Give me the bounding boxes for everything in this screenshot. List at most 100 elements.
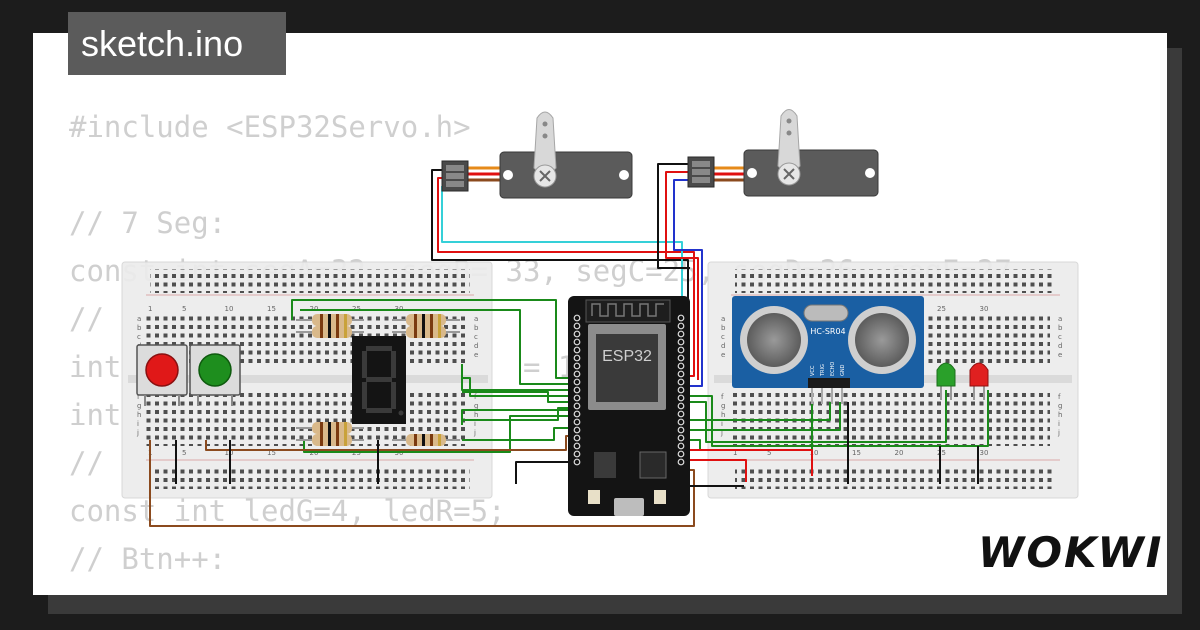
led-icon bbox=[969, 362, 989, 400]
esp32-pin bbox=[677, 410, 685, 418]
esp32-pin bbox=[677, 426, 685, 434]
breadboard-row-label: a bbox=[721, 315, 725, 323]
esp32-pin bbox=[677, 354, 685, 362]
breadboard-row-label: i bbox=[721, 420, 723, 428]
esp32-pin bbox=[677, 370, 685, 378]
esp32-pin bbox=[573, 330, 581, 338]
resistor-icon bbox=[392, 314, 460, 326]
wokwi-logo: WOKWI bbox=[978, 528, 1164, 577]
resistor-icon bbox=[296, 422, 364, 434]
breadboard-row-label: e bbox=[721, 351, 725, 359]
breadboard-column-number: 15 bbox=[267, 449, 276, 457]
code-line: // bbox=[69, 302, 104, 336]
breadboard-row-label: i bbox=[474, 420, 476, 428]
breadboard-column-number: 25 bbox=[937, 305, 946, 313]
breadboard-column-number: 10 bbox=[225, 305, 234, 313]
breadboard-row-label: g bbox=[721, 402, 725, 410]
breadboard-row-label: j bbox=[473, 429, 476, 437]
esp32-pin bbox=[573, 362, 581, 370]
breadboard-row-label: h bbox=[474, 411, 478, 419]
push-button-icon bbox=[189, 344, 241, 406]
esp32-pin bbox=[573, 370, 581, 378]
resistor-icon bbox=[392, 434, 460, 446]
breadboard-column-number: 10 bbox=[810, 449, 819, 457]
resistors bbox=[296, 314, 460, 446]
esp32-pin bbox=[573, 458, 581, 466]
breadboard-row-label: j bbox=[136, 429, 139, 437]
esp32-pin bbox=[573, 418, 581, 426]
breadboard-row-label: e bbox=[474, 351, 478, 359]
esp32-pin bbox=[677, 450, 685, 458]
hcsr04-pin-label: ECHO bbox=[830, 362, 836, 376]
code-line: const int ledG=4, ledR=5; bbox=[69, 494, 506, 528]
breadboard-row-label: b bbox=[1058, 324, 1063, 332]
esp32-pin bbox=[573, 434, 581, 442]
resistor-icon bbox=[296, 434, 364, 446]
file-title: sketch.ino bbox=[68, 12, 286, 75]
code-line: #include <ESP32Servo.h> bbox=[69, 110, 471, 144]
breadboard-row-label: b bbox=[474, 324, 479, 332]
esp32-pin bbox=[677, 338, 685, 346]
esp32-board-icon: ESP32 bbox=[568, 296, 690, 516]
esp32-pin bbox=[677, 330, 685, 338]
breadboard-column-number: 5 bbox=[767, 449, 771, 457]
breadboard-column-number: 25 bbox=[937, 449, 946, 457]
esp32-pin bbox=[573, 442, 581, 450]
esp32-pin bbox=[677, 386, 685, 394]
breadboard-row-label: a bbox=[137, 315, 141, 323]
esp32-pin bbox=[677, 418, 685, 426]
breadboard-row-label: f bbox=[137, 393, 140, 401]
esp32-pin bbox=[677, 434, 685, 442]
esp32-pin bbox=[573, 346, 581, 354]
breadboard-row-label: g bbox=[137, 402, 141, 410]
esp32-pin bbox=[573, 354, 581, 362]
code-line: int bbox=[69, 398, 122, 432]
breadboard-row-label: d bbox=[721, 342, 725, 350]
breadboard-column-number: 1 bbox=[733, 449, 737, 457]
breadboard-row-label: b bbox=[721, 324, 726, 332]
push-button-icon bbox=[136, 344, 188, 406]
breadboard-column-number: 30 bbox=[980, 305, 989, 313]
breadboard-row-label: c bbox=[1058, 333, 1062, 341]
breadboard-column-number: 30 bbox=[980, 449, 989, 457]
breadboard-column-number: 5 bbox=[182, 449, 186, 457]
breadboard-row-label: c bbox=[137, 333, 141, 341]
esp32-pin bbox=[677, 378, 685, 386]
resistor-icon bbox=[392, 326, 460, 338]
esp32-pin bbox=[677, 322, 685, 330]
esp32-pin bbox=[677, 314, 685, 322]
esp32-pin bbox=[677, 362, 685, 370]
breadboard-row-label: i bbox=[1058, 420, 1060, 428]
esp32-pin bbox=[573, 378, 581, 386]
hcsr04-label: HC-SR04 bbox=[810, 327, 845, 336]
hcsr04-pin-label: VCC bbox=[810, 365, 816, 376]
breadboard-column-number: 5 bbox=[182, 305, 186, 313]
resistor-icon bbox=[296, 314, 364, 326]
esp32-pin bbox=[677, 346, 685, 354]
code-line: // 7 Seg: bbox=[69, 206, 227, 240]
breadboard-column-number: 10 bbox=[225, 449, 234, 457]
led-icon bbox=[936, 362, 956, 400]
breadboard-row-label: h bbox=[137, 411, 141, 419]
breadboard-row-label: g bbox=[1058, 402, 1062, 410]
esp32-pin bbox=[677, 402, 685, 410]
servo-icon bbox=[441, 111, 633, 199]
breadboard-row-label: i bbox=[137, 420, 139, 428]
code-line: // bbox=[69, 446, 104, 480]
breadboard-row-label: c bbox=[474, 333, 478, 341]
breadboard-row-label: h bbox=[1058, 411, 1062, 419]
breadboard-row-label: c bbox=[721, 333, 725, 341]
seven-segment-display-icon bbox=[352, 336, 406, 424]
breadboard-row-label: f bbox=[1058, 393, 1061, 401]
esp32-pin bbox=[573, 322, 581, 330]
esp32-pin bbox=[573, 402, 581, 410]
resistor-icon bbox=[296, 326, 364, 338]
hcsr04-pin-label: TRIG bbox=[820, 364, 826, 377]
breadboard-column-number: 15 bbox=[852, 449, 861, 457]
breadboard-row-label: h bbox=[721, 411, 725, 419]
breadboard-row-label: j bbox=[720, 429, 723, 437]
breadboard-row-label: d bbox=[474, 342, 478, 350]
breadboard-row-label: a bbox=[474, 315, 478, 323]
breadboard-row-label: j bbox=[1057, 429, 1060, 437]
